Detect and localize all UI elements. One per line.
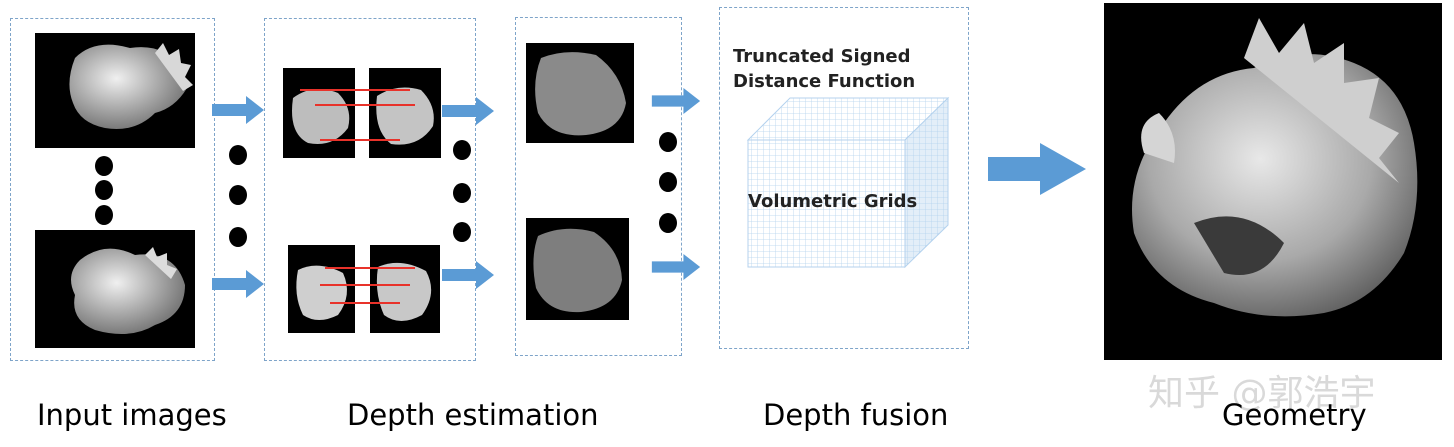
stage-label-input: Input images xyxy=(37,398,227,432)
depth-map-bottom xyxy=(526,218,629,320)
match-lines-top xyxy=(300,89,415,141)
ellipsis-dot xyxy=(659,172,677,192)
arrow-right-icon xyxy=(650,254,702,280)
depth-fusion-panel xyxy=(719,7,969,349)
stage-label-depth-estimation: Depth estimation xyxy=(347,398,599,432)
tsdf-title: Truncated Signed Distance Function xyxy=(733,44,915,94)
input-image-top xyxy=(35,33,195,148)
stereo-pair-left-top xyxy=(283,68,355,158)
ellipsis-dot xyxy=(229,145,247,165)
ellipsis-dot xyxy=(453,183,471,203)
input-images-panel xyxy=(10,18,215,361)
ellipsis-dot xyxy=(453,222,471,242)
geometry-render xyxy=(1104,3,1442,360)
input-image-bottom xyxy=(35,230,195,348)
arrow-right-icon xyxy=(442,97,494,125)
depth-estimation-panel xyxy=(264,18,476,361)
match-lines-bottom xyxy=(320,267,415,304)
arrow-right-icon xyxy=(212,270,264,298)
stage-label-depth-fusion: Depth fusion xyxy=(763,398,949,432)
big-arrow-right-icon xyxy=(988,143,1086,195)
depth-map-top xyxy=(526,43,634,143)
watermark-text: 知乎 @郭浩宇 xyxy=(1148,373,1376,414)
volumetric-grid-cube xyxy=(746,96,950,269)
tsdf-title-line-2: Distance Function xyxy=(733,71,916,92)
stage-label-geometry: Geometry xyxy=(1222,398,1367,432)
ellipsis-dot xyxy=(95,180,113,200)
arrow-right-icon xyxy=(212,96,264,124)
stereo-pair-right-top xyxy=(369,68,441,158)
ellipsis-dot xyxy=(659,132,677,152)
volumetric-grids-label: Volumetric Grids xyxy=(748,191,918,212)
arrow-right-icon xyxy=(442,261,494,289)
ellipsis-dot xyxy=(95,156,113,176)
ellipsis-dot xyxy=(453,140,471,160)
ellipsis-dot xyxy=(659,213,677,233)
ellipsis-dot xyxy=(95,205,113,225)
depth-maps-panel xyxy=(515,17,682,356)
ellipsis-dot xyxy=(229,227,247,247)
ellipsis-dot xyxy=(229,185,247,205)
stereo-pair-left-bottom xyxy=(288,245,355,333)
arrow-right-icon xyxy=(650,88,702,114)
stereo-pair-right-bottom xyxy=(370,245,440,333)
tsdf-title-line-1: Truncated Signed xyxy=(733,46,911,67)
